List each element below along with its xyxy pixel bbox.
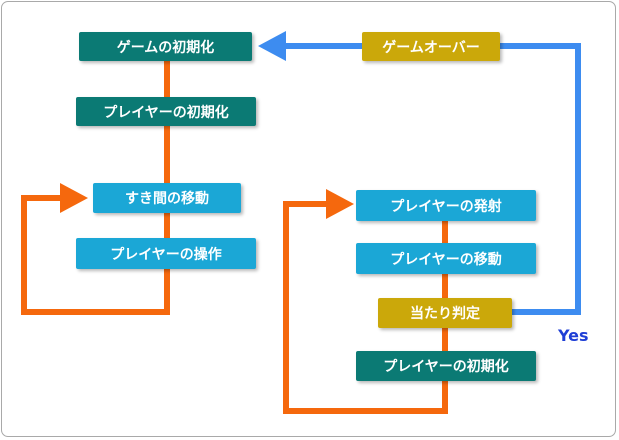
node-player-init-left: プレイヤーの初期化 <box>76 97 256 126</box>
node-hit-test-label: 当たり判定 <box>410 306 480 322</box>
node-player-fire-label: プレイヤーの発射 <box>390 198 502 215</box>
node-player-move-label: プレイヤーの移動 <box>390 251 502 268</box>
arrowhead-left-loop <box>60 183 88 213</box>
node-player-init-right-label: プレイヤーの初期化 <box>383 359 509 375</box>
node-gap-move: すき間の移動 <box>93 183 241 213</box>
node-player-init-right: プレイヤーの初期化 <box>356 351 536 381</box>
node-hit-test: 当たり判定 <box>378 298 512 328</box>
connector-yes-path <box>500 43 581 315</box>
node-gap-move-label: すき間の移動 <box>125 191 209 207</box>
connector-right-loop <box>283 201 448 414</box>
node-player-fire: プレイヤーの発射 <box>356 190 536 221</box>
node-player-control-label: プレイヤーの操作 <box>110 246 222 263</box>
node-game-init-label: ゲームの初期化 <box>116 39 215 56</box>
arrowhead-right-loop <box>326 189 354 219</box>
node-game-over: ゲームオーバー <box>362 32 500 61</box>
node-player-init-left-label: プレイヤーの初期化 <box>103 104 229 121</box>
node-game-over-label: ゲームオーバー <box>382 39 480 56</box>
node-game-init: ゲームの初期化 <box>79 32 252 61</box>
node-player-control: プレイヤーの操作 <box>76 238 256 269</box>
connector-left-loop <box>21 195 170 315</box>
node-player-move: プレイヤーの移動 <box>356 243 536 274</box>
arrowhead-to-game-init <box>258 31 286 61</box>
edge-label-yes: Yes <box>558 326 589 345</box>
